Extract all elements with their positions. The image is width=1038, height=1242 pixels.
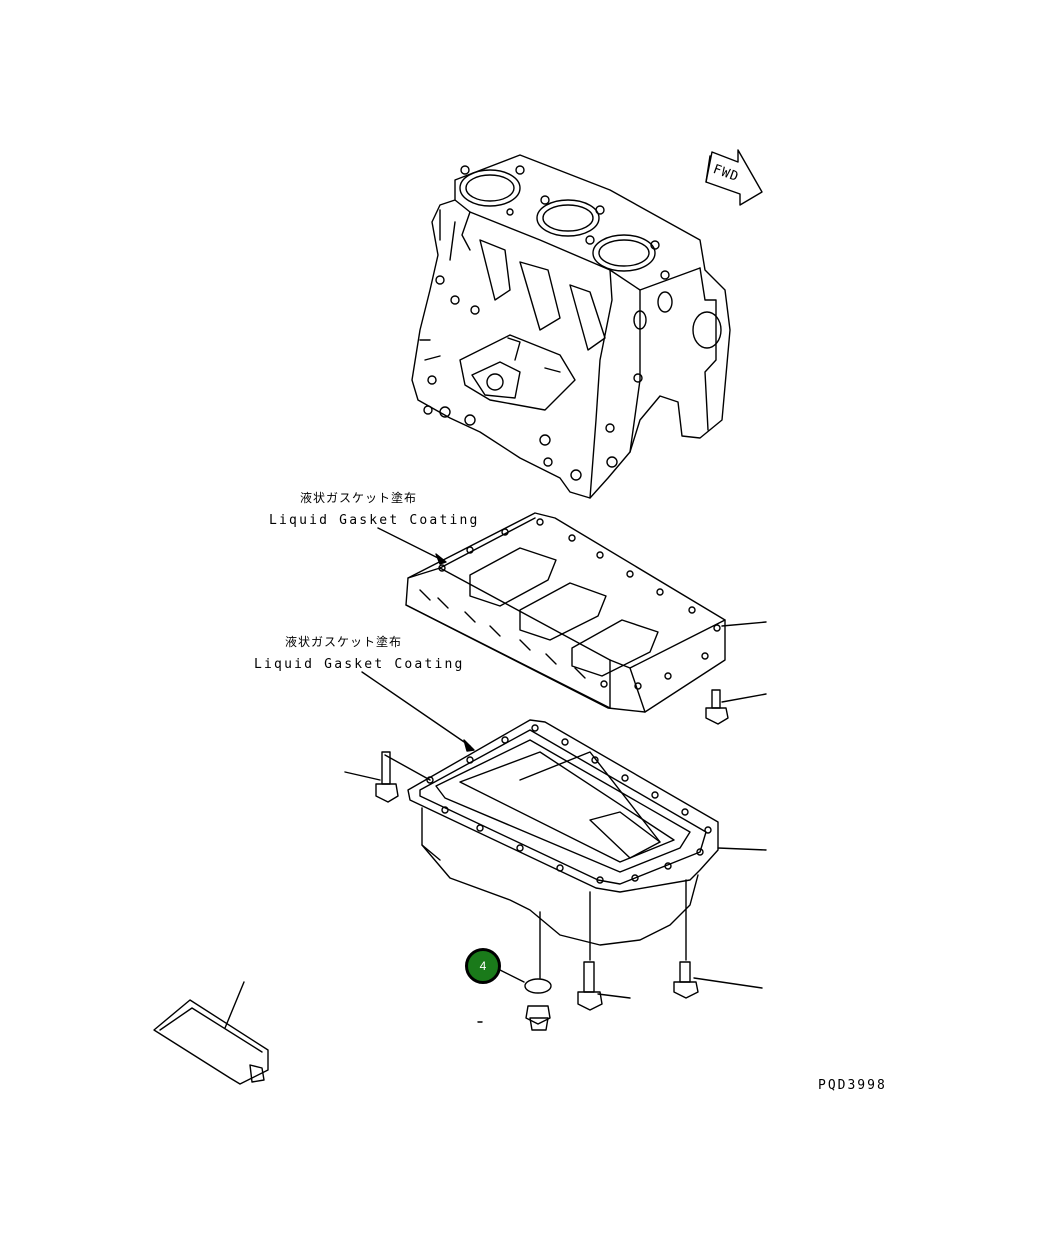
part-callout-number: 4 bbox=[479, 959, 487, 973]
annotation-leader-2 bbox=[361, 671, 475, 752]
bolt-bottom-2 bbox=[673, 961, 763, 999]
fwd-arrow-icon bbox=[705, 149, 763, 206]
drawing-id: PQD3998 bbox=[818, 1078, 887, 1093]
annotation-1-english: Liquid Gasket Coating bbox=[269, 513, 480, 528]
bolt-frame bbox=[705, 621, 767, 725]
bolt-left bbox=[344, 751, 399, 803]
annotation-2-japanese: 液状ガスケット塗布 bbox=[285, 635, 403, 649]
oil-pan-frame bbox=[405, 512, 726, 713]
annotation-leader-1 bbox=[377, 527, 447, 565]
drain-gasket bbox=[499, 969, 552, 994]
part-callout-4[interactable]: 4 bbox=[465, 948, 501, 984]
oil-pan bbox=[384, 719, 767, 979]
annotation-2-english: Liquid Gasket Coating bbox=[254, 657, 465, 672]
cylinder-block bbox=[411, 154, 731, 499]
annotation-1-japanese: 液状ガスケット塗布 bbox=[300, 491, 418, 505]
drain-plug bbox=[477, 1005, 551, 1031]
bolt-bottom-1 bbox=[577, 961, 631, 1011]
sealant-tube bbox=[153, 981, 269, 1085]
